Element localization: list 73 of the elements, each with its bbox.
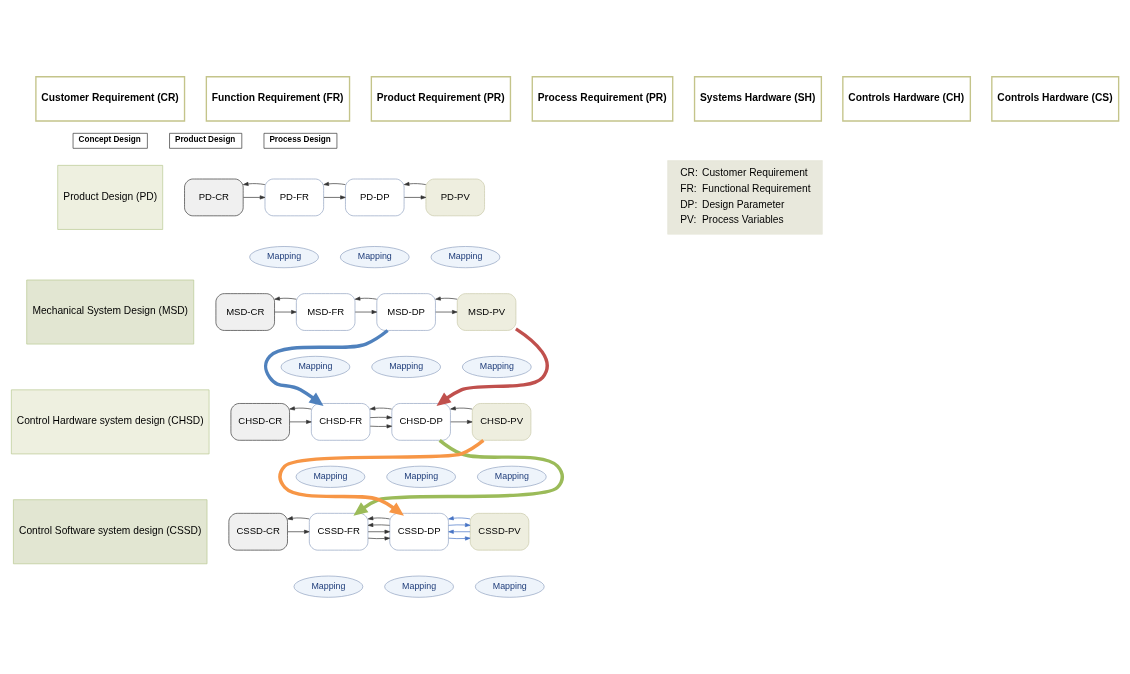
- arrow: [289, 406, 312, 411]
- arrow: [243, 195, 266, 200]
- arrow: [287, 529, 310, 534]
- arrow: [448, 516, 471, 521]
- node-ellipse: Mapping: [386, 465, 456, 488]
- node-box: PD-PV: [425, 178, 485, 217]
- node-ellipse: Mapping: [462, 356, 532, 378]
- node-ellipse: Mapping: [249, 246, 319, 269]
- arrow: [354, 296, 378, 301]
- node-box: CR: Customer Requirement FR: Functional Requirement DP: Design Parameter PV: Process Variables: [667, 160, 823, 235]
- arrow: [243, 181, 266, 186]
- arrow: [278, 439, 485, 516]
- node-box: PD-DP: [345, 178, 405, 217]
- node-box: CSSD-CR: [228, 513, 288, 551]
- node-box: PD-FR: [264, 178, 324, 217]
- node-box: MSD-CR: [215, 293, 275, 331]
- node-box: CHSD-CR: [230, 403, 290, 441]
- arrow: [353, 439, 564, 516]
- node-box: Systems Hardware (SH): [693, 76, 823, 122]
- arrow: [367, 516, 390, 521]
- node-box: Process Requirement (PR): [531, 76, 674, 122]
- arrow: [367, 536, 390, 541]
- arrow: [436, 327, 549, 406]
- node-box: Product Design (PD): [57, 165, 164, 230]
- node-ellipse: Mapping: [475, 575, 545, 598]
- node-ellipse: Mapping: [477, 465, 547, 488]
- node-box: CHSD-FR: [311, 403, 371, 441]
- node-box: Customer Requirement (CR): [35, 76, 186, 122]
- node-box: CHSD-PV: [471, 403, 532, 441]
- node-box: Control Hardware system design (CHSD): [11, 389, 210, 455]
- node-box: Mechanical System Design (MSD): [26, 279, 195, 345]
- node-box: MSD-FR: [296, 293, 356, 331]
- node-box: Controls Hardware (CH): [842, 76, 972, 122]
- arrow: [369, 415, 393, 420]
- arrow: [263, 329, 389, 406]
- node-box: Function Requirement (FR): [205, 76, 351, 122]
- arrow: [369, 406, 393, 411]
- node-box: CSSD-FR: [308, 513, 369, 551]
- arrow: [435, 296, 458, 301]
- arrow: [274, 310, 297, 315]
- arrow: [435, 310, 458, 315]
- node-ellipse: Mapping: [295, 465, 366, 488]
- node-ellipse: Mapping: [280, 356, 351, 378]
- arrow: [403, 195, 427, 200]
- arrow: [323, 181, 346, 186]
- node-box: CSSD-PV: [469, 513, 530, 551]
- arrow: [289, 419, 312, 424]
- node-ellipse: Mapping: [430, 246, 501, 269]
- node-box: CSSD-DP: [389, 513, 449, 551]
- arrow: [367, 529, 390, 534]
- arrow: [450, 406, 473, 411]
- node-ellipse: Mapping: [384, 575, 454, 598]
- arrow: [403, 181, 427, 186]
- node-box: CHSD-DP: [391, 403, 451, 441]
- node-ellipse: Mapping: [340, 246, 410, 269]
- node-ellipse: Mapping: [293, 575, 364, 598]
- arrow: [450, 419, 473, 424]
- node-ellipse: Mapping: [371, 356, 441, 378]
- node-box: Controls Hardware (CS): [991, 76, 1120, 122]
- node-box: PD-CR: [184, 178, 244, 217]
- node-box: MSD-DP: [376, 293, 436, 331]
- arrow: [448, 536, 471, 541]
- arrow: [369, 424, 393, 429]
- arrow: [287, 516, 310, 521]
- node-box: Control Software system design (CSSD): [13, 499, 208, 565]
- arrow: [448, 529, 471, 534]
- arrow: [367, 523, 390, 527]
- arrow: [354, 310, 378, 315]
- arrow: [323, 195, 346, 200]
- node-box: MSD-PV: [456, 293, 517, 331]
- arrow: [274, 296, 297, 301]
- arrow: [448, 523, 471, 527]
- node-box: Product Requirement (PR): [370, 76, 512, 122]
